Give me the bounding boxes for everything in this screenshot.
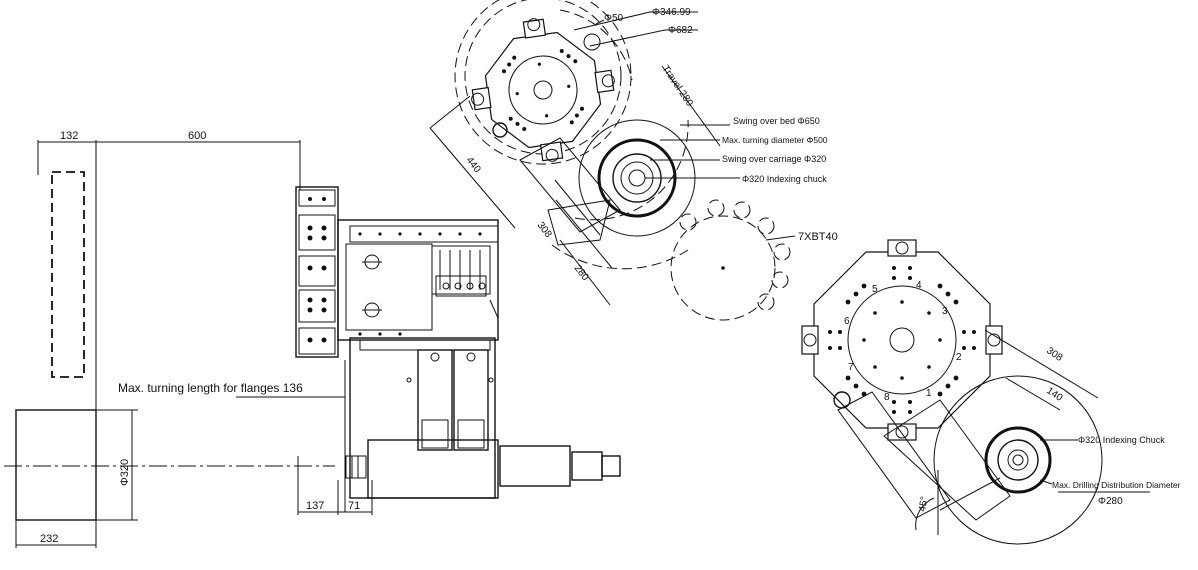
dim-320-label: Φ320 [119, 459, 131, 486]
station-6: 6 [844, 316, 850, 327]
tailstock-outline [51, 171, 85, 378]
max-turn-label: Max. turning diameter Φ500 [722, 135, 828, 145]
travel-label: Travel 280 [660, 64, 696, 109]
swing-carriage-label: Swing over carriage Φ320 [722, 154, 826, 164]
top-dim-440-label: 440 [464, 155, 483, 175]
d-34699-label: Φ346.99 [652, 7, 691, 18]
station-2: 2 [956, 352, 962, 363]
side-view: 132 600 Φ320 232 Max. turning length for… [4, 130, 621, 548]
dim-71-label: 71 [348, 500, 360, 512]
drill-value: Φ280 [1098, 496, 1123, 507]
dim-132-label: 132 [60, 130, 78, 142]
front-chuck-label: Φ320 Indexing Chuck [1078, 435, 1165, 445]
swing-bed-label: Swing over bed Φ650 [733, 116, 820, 126]
front-turret: 1 2 3 4 5 6 7 8 [801, 239, 1003, 441]
station-7: 7 [848, 362, 854, 373]
top-dim-280-label: 280 [572, 263, 591, 283]
tool-label: 7XBT40 [798, 231, 838, 243]
station-4: 4 [916, 280, 922, 291]
spindle-housing [367, 439, 499, 499]
top-view: 440 308 280 Travel 280 Φ346.99 Φ50 Φ682 … [429, 0, 838, 321]
drill-label: Max. Drilling Distribution Diameter [1052, 480, 1181, 490]
front-dim-308-label: 308 [1044, 345, 1064, 364]
top-chuck-label: Φ320 Indexing chuck [742, 174, 827, 184]
d-50-label: Φ50 [604, 13, 624, 24]
top-dim-308-label: 308 [535, 220, 554, 240]
dim-232-label: 232 [40, 533, 58, 545]
station-3: 3 [942, 306, 948, 317]
dim-600-label: 600 [188, 130, 206, 142]
carriage-column [349, 337, 496, 499]
station-5: 5 [872, 284, 878, 295]
turret-housing [337, 219, 499, 341]
flange-length-label: Max. turning length for flanges 136 [118, 381, 303, 395]
d-682-label: Φ682 [668, 25, 693, 36]
angle-label: 45° [917, 496, 930, 513]
turret-disc-side [295, 186, 339, 358]
workpiece-block [15, 409, 97, 521]
front-view: 1 2 3 4 5 6 7 8 308 140 Φ320 Indexing Ch… [801, 239, 1181, 545]
dim-137-label: 137 [306, 500, 324, 512]
top-turret [471, 18, 615, 162]
station-1: 1 [926, 388, 932, 399]
station-8: 8 [884, 392, 890, 403]
